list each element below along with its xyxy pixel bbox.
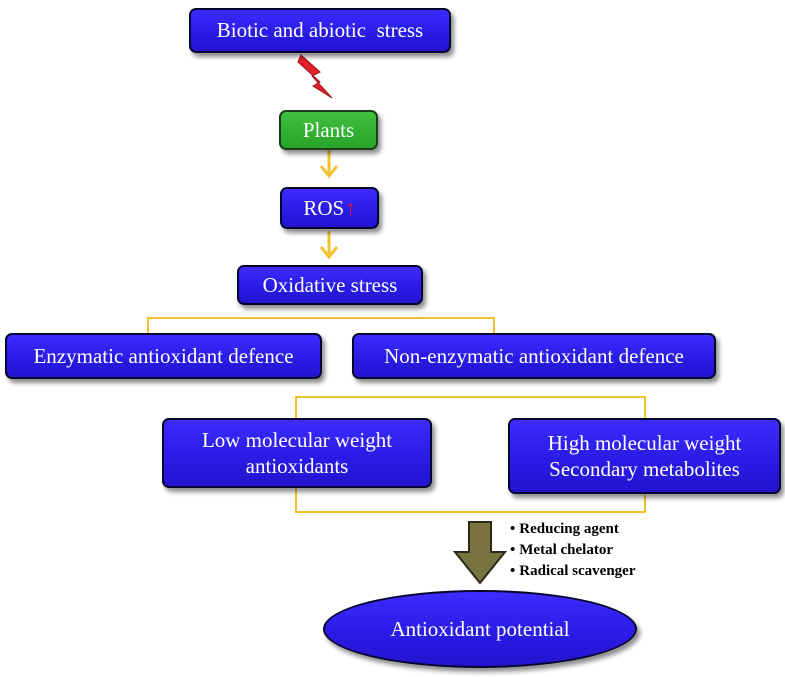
node-antioxidant-potential: Antioxidant potential [323, 590, 637, 668]
branch-oxidative [147, 317, 495, 333]
node-enzymatic-defence: Enzymatic antioxidant defence [5, 333, 322, 379]
node-ros-label: ROS [303, 195, 345, 220]
node-high-molecular-weight: High molecular weight Secondary metaboli… [508, 418, 781, 494]
node-high-mw-line1: High molecular weight [547, 430, 742, 455]
node-antioxidant-potential-label: Antioxidant potential [390, 616, 570, 641]
up-arrow-icon: ↑ [345, 195, 356, 220]
node-stress: Biotic and abiotic stress [189, 8, 451, 53]
node-plants-label: Plants [302, 117, 355, 142]
mechanism-list: Reducing agent Metal chelator Radical sc… [510, 519, 636, 582]
node-oxidative-stress: Oxidative stress [237, 265, 423, 305]
mechanism-item: Reducing agent [510, 519, 636, 540]
node-low-mw-line2: antioxidants [245, 454, 349, 478]
node-low-mw-line1: Low molecular weight [201, 427, 393, 452]
down-arrow-icon [452, 521, 508, 585]
branch-join-bottom [295, 488, 646, 513]
arrow-plants-to-ros [319, 150, 339, 179]
node-enzymatic-defence-label: Enzymatic antioxidant defence [33, 343, 294, 368]
node-plants: Plants [279, 110, 378, 150]
arrow-ros-to-oxidative [319, 231, 339, 260]
node-oxidative-stress-label: Oxidative stress [262, 272, 398, 297]
node-non-enzymatic-defence: Non-enzymatic antioxidant defence [352, 333, 716, 379]
node-high-mw-line2: Secondary metabolites [549, 457, 740, 481]
mechanism-item: Radical scavenger [510, 561, 635, 582]
node-ros: ROS↑ [280, 187, 379, 229]
lightning-bolt-icon [297, 54, 333, 99]
branch-non-enzymatic [295, 396, 646, 418]
node-stress-label: Biotic and abiotic stress [216, 18, 424, 43]
node-low-molecular-weight: Low molecular weight antioxidants [162, 418, 432, 488]
node-non-enzymatic-defence-label: Non-enzymatic antioxidant defence [384, 343, 684, 368]
mechanism-item: Metal chelator [510, 540, 636, 561]
